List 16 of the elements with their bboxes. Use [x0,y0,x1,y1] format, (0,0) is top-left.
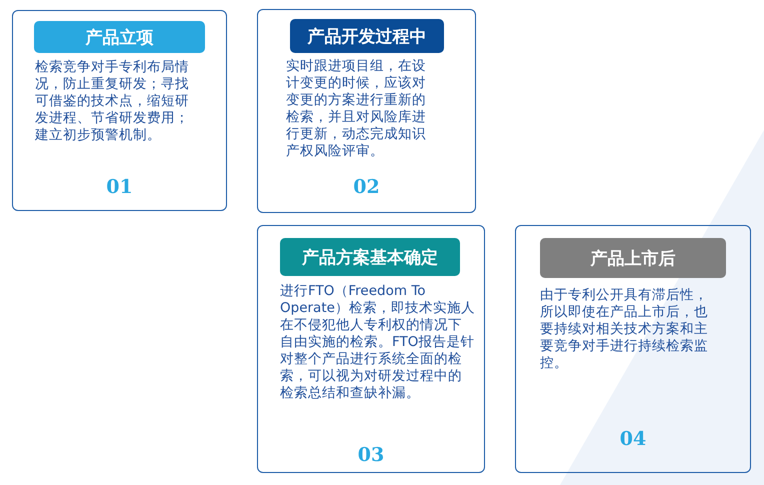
step-number: 03 [358,444,384,466]
step-card [257,225,485,473]
step-card [515,225,751,473]
step-title-banner: 产品上市后 [540,238,726,278]
step-description: 实时跟进项目组，在设计变更的时候，应该对变更的方案进行重新的检索，并且对风险库进行更新，动态完成知识产权风险评审。 [286,58,427,160]
step-title-banner: 产品方案基本确定 [280,238,460,276]
step-number: 02 [353,176,380,198]
step-card [257,9,476,213]
step-description: 由于专利公开具有滞后性，所以即使在产品上市后，也要持续对相关技术方案和主要竞争对手进行持续检索监控。 [540,287,709,372]
step-number: 01 [106,176,133,198]
step-number: 04 [620,428,646,450]
step-title-banner: 产品开发过程中 [290,19,444,53]
step-description: 进行FTO（Freedom To Operate）检索，即技术实施人在不侵犯他人专利权的情况下自由实施的检索。FTO报告是针对整个产品进行系统全面的检索，可以视为对研发过程中的检索总结和查缺补漏。 [280,283,475,402]
step-title-banner: 产品立项 [34,21,205,53]
step-card [12,10,227,211]
step-description: 检索竞争对手专利布局情况，防止重复研发；寻找可借鉴的技术点，缩短研发进程、节省研发费用；建立初步预警机制。 [35,59,190,144]
